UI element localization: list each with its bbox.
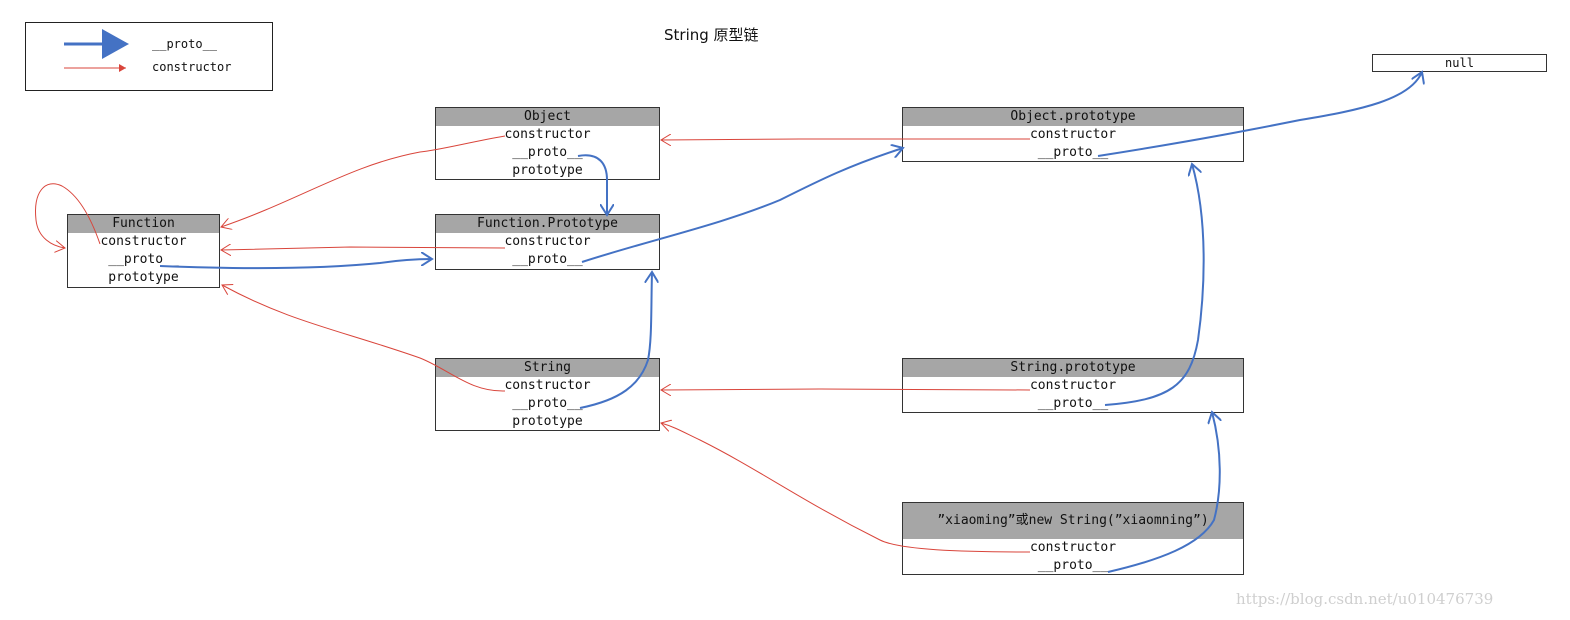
object-box: Object constructor __proto__ prototype [435,107,660,180]
watermark: https://blog.csdn.net/u010476739 [1236,590,1494,608]
function-prototype-box: Function.Prototype constructor __proto__ [435,214,660,270]
function-constructor: constructor [100,234,187,249]
function-prototype-constructor: constructor [504,234,591,249]
function-box-title: Function [68,215,219,233]
object-prototype-box: Object.prototype constructor __proto__ [902,107,1244,162]
instance-box-title: ”xiaoming”或new String(”xiaomning”) [903,503,1243,539]
diagram-title: String 原型链 [664,26,759,44]
string-constructor: constructor [504,378,591,393]
legend-proto-label: __proto__ [152,37,218,51]
string-proto: __proto__ [512,396,583,411]
string-box: String constructor __proto__ prototype [435,358,660,431]
string-prototype-proto: __proto__ [1037,396,1109,411]
string-prototype-box: String.prototype constructor __proto__ [902,358,1244,413]
legend: __proto__ constructor [25,22,273,91]
instance-proto: __proto__ [1037,558,1109,573]
object-proto: __proto__ [512,145,583,160]
function-box: Function constructor __proto__ prototype [67,214,220,288]
string-prototype-constructor: constructor [1029,378,1117,393]
string-prototype: prototype [512,414,583,429]
object-prototype-box-title: Object.prototype [903,108,1243,126]
string-prototype-box-title: String.prototype [903,359,1243,377]
function-prototype: prototype [108,270,179,285]
legend-constructor-label: constructor [152,60,232,74]
legend-arrows [64,29,129,72]
null-box: null [1372,54,1547,72]
object-box-title: Object [436,108,659,126]
function-proto: __proto__ [108,252,179,267]
function-prototype-box-title: Function.Prototype [436,215,659,233]
object-constructor: constructor [504,127,591,142]
object-prototype-constructor: constructor [1029,127,1117,142]
object-prototype: prototype [512,163,583,178]
string-box-title: String [436,359,659,377]
instance-constructor: constructor [1029,540,1117,555]
instance-box: ”xiaoming”或new String(”xiaomning”) const… [902,502,1244,575]
function-prototype-proto: __proto__ [512,252,583,267]
object-prototype-proto: __proto__ [1037,145,1109,160]
